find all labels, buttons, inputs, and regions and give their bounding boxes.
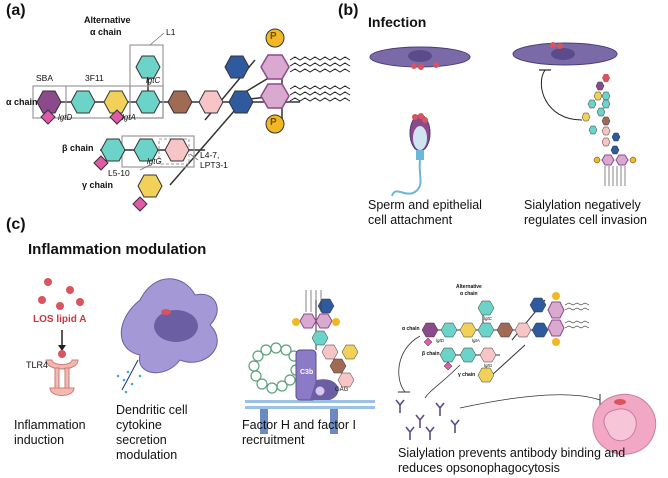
beta-chain-label: β chain xyxy=(62,143,94,153)
caption-sialylation-1: Sialylation negatively xyxy=(524,198,641,212)
gamma-chain-label: γ chain xyxy=(82,180,114,190)
caption-dendritic-4: modulation xyxy=(116,448,178,462)
panel-label-c: (c) xyxy=(6,216,26,233)
caption-inflammation-1: Inflammation xyxy=(14,418,86,432)
los-lipid-a-label: LOS lipid A xyxy=(33,314,87,325)
caption-inflammation-2: induction xyxy=(14,433,65,447)
tlr4-label: TLR4 xyxy=(26,360,49,370)
caption-dendritic-1: Dendritic cell xyxy=(116,403,188,417)
lgtD-label: lgtD xyxy=(58,113,73,122)
sba-label: SBA xyxy=(36,73,54,83)
mini-gamma-label: γ chain xyxy=(458,372,476,378)
lgtC-label: lgtC xyxy=(146,76,161,85)
caption-sperm-1: Sperm and epithelial xyxy=(368,198,482,212)
panel-label-b: (b) xyxy=(338,2,359,19)
caption-antibody-1: Sialylation prevents antibody binding an… xyxy=(398,446,626,460)
infection-title: Infection xyxy=(368,14,427,30)
mini-alt-label-1: Alternative xyxy=(456,284,482,290)
panel-a-glycan-diagram xyxy=(32,28,351,212)
glc-hexagon xyxy=(36,90,62,114)
phosphate-label-bottom: P xyxy=(270,117,277,128)
caption-antibody-2: reduces opsonophagocytosis xyxy=(398,461,560,475)
l1-label: L1 xyxy=(166,27,176,37)
caption-factor-h-1: Factor H and factor I xyxy=(242,418,356,432)
mini-lgtD-label: lgtD xyxy=(436,338,445,343)
c3b-label: C3b xyxy=(300,369,314,376)
3f11-label: 3F11 xyxy=(85,73,104,83)
panel-c-art xyxy=(38,278,657,455)
sialic-acid-diamond xyxy=(40,109,56,125)
phosphate-label-top: P xyxy=(270,31,277,42)
mini-alpha-label: α chain xyxy=(402,326,420,332)
alt-chain-label-2: α chain xyxy=(90,27,122,37)
l4-7-label-2: LPT3-1 xyxy=(200,160,228,170)
caption-dendritic-2: cytokine xyxy=(116,418,162,432)
caption-sperm-2: cell attachment xyxy=(368,213,453,227)
lgtA-label: lgtA xyxy=(122,113,136,122)
mini-lgtC-label: lgtC xyxy=(484,316,493,321)
panel-b-infection-art xyxy=(369,42,637,197)
alpha-chain-label: α chain xyxy=(6,97,38,107)
panel-label-a: (a) xyxy=(6,2,26,19)
l4-7-label-1: L4-7, xyxy=(200,150,220,160)
inflammation-title: Inflammation modulation xyxy=(28,241,207,258)
lgtG-label: lgtG xyxy=(147,157,162,166)
mini-beta-label: β chain xyxy=(422,351,440,357)
mini-lgtA-label: lgtA xyxy=(472,338,480,343)
l5-10-label: L5-10 xyxy=(108,168,130,178)
gag-label: GAG xyxy=(335,387,349,393)
alt-chain-label-1: Alternative xyxy=(84,15,131,25)
mini-lgtG-label: lgtG xyxy=(484,363,493,368)
caption-factor-h-2: recruitment xyxy=(242,433,305,447)
caption-dendritic-3: secretion xyxy=(116,433,167,447)
mini-alt-label-2: α chain xyxy=(460,291,478,297)
caption-sialylation-2: regulates cell invasion xyxy=(524,213,647,227)
